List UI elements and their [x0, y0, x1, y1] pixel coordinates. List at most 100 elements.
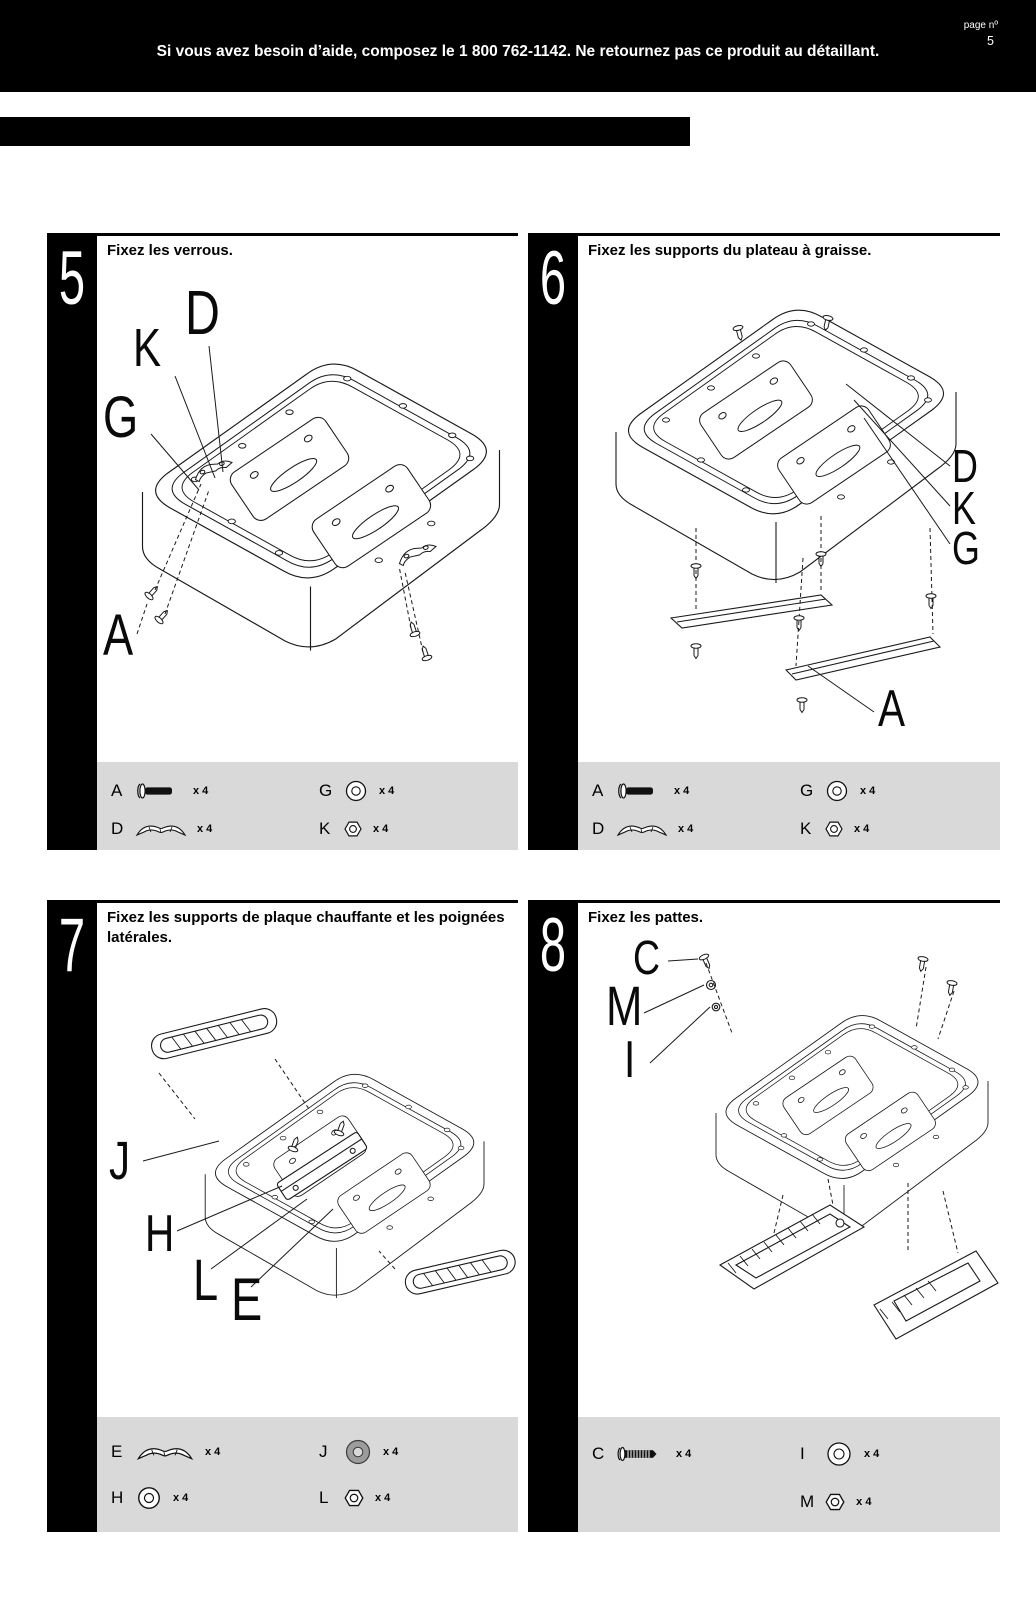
washer-icon: [135, 1484, 163, 1512]
parts-legend: C x 4 I x 4 M x 4: [578, 1417, 1000, 1532]
step-number: 7: [58, 903, 86, 988]
nut-icon: [824, 819, 844, 839]
page-number-label: page nº: [963, 20, 998, 31]
part-row: G x 4: [800, 776, 875, 806]
part-letter: J: [319, 1442, 328, 1461]
step-7-panel: 7 Fixez les supports de plaque chauffant…: [47, 900, 518, 1532]
part-qty: x 4: [676, 1448, 692, 1460]
part-row: D x 4: [592, 814, 693, 844]
part-qty: x 4: [674, 785, 690, 797]
nut-icon: [343, 819, 363, 839]
part-qty: x 4: [173, 1492, 189, 1504]
nut-icon: [824, 1491, 846, 1513]
part-qty: x 4: [375, 1492, 391, 1504]
part-row: M x 4: [800, 1487, 871, 1517]
grill-diagram: [578, 266, 999, 713]
part-letter: G: [319, 781, 333, 800]
washer-icon: [824, 778, 850, 804]
step-content: Fixez les supports du plateau à graisse.: [578, 233, 1000, 850]
grill-diagram: [142, 1008, 516, 1420]
part-row: G x 4: [319, 776, 394, 806]
page-number: 5: [987, 34, 994, 48]
step-number: 6: [539, 236, 567, 321]
step-title: Fixez les pattes.: [588, 909, 704, 926]
parts-legend: A x 4 D x 4 G x 4 K x 4: [97, 762, 518, 850]
step-6-panel: 6 Fixez les supports du plateau à graiss…: [528, 233, 1000, 850]
part-letter: I: [800, 1444, 805, 1463]
callout-letter: L: [193, 1248, 219, 1313]
step-number: 8: [539, 903, 567, 988]
step-8-panel: 8 Fixez les pattes.: [528, 900, 1000, 1532]
part-letter: D: [592, 819, 605, 838]
step-number-bar: 7: [47, 900, 97, 1532]
part-row: A x 4: [111, 776, 208, 806]
part-letter: A: [111, 781, 123, 800]
washer-icon: [824, 1439, 854, 1469]
callout-letter: E: [231, 1266, 263, 1333]
grill-diagram: [136, 345, 518, 663]
step-number-bar: 8: [528, 900, 578, 1532]
latch-icon: [135, 820, 187, 838]
callout-letter: H: [145, 1205, 175, 1263]
part-qty: x 4: [864, 1448, 880, 1460]
callout-letter: K: [952, 482, 976, 534]
parts-legend: A x 4 D x 4 G x 4 K x 4: [578, 762, 1000, 850]
part-row: E x 4: [111, 1437, 220, 1467]
part-letter: D: [111, 819, 124, 838]
callout-letter: I: [624, 1031, 636, 1089]
part-letter: A: [592, 781, 604, 800]
threaded-bolt-icon: [616, 1445, 666, 1463]
step-title: Fixez les supports du plateau à graisse.: [588, 242, 872, 259]
step-title: Fixez les verrous.: [107, 242, 233, 259]
latch-icon: [616, 820, 668, 838]
step-number-bar: 6: [528, 233, 578, 850]
callout-letter: G: [952, 522, 980, 574]
part-qty: x 4: [678, 823, 694, 835]
thick-washer-icon: [343, 1437, 373, 1467]
step-5-panel: 5 Fixez les verrous.: [47, 233, 518, 850]
callout-letter: A: [878, 680, 906, 738]
step-8-diagram: C M I: [578, 933, 1000, 1417]
nut-icon: [343, 1487, 365, 1509]
callout-letter: M: [606, 974, 643, 1037]
part-qty: x 4: [205, 1446, 221, 1458]
part-letter: E: [111, 1442, 123, 1461]
part-qty: x 4: [383, 1446, 399, 1458]
part-qty: x 4: [856, 1496, 872, 1508]
callout-letter: D: [185, 279, 220, 348]
step-number: 5: [58, 236, 86, 321]
part-row: H x 4: [111, 1483, 188, 1513]
callout-letter: C: [633, 932, 661, 985]
step-content: Fixez les supports de plaque chauffante …: [97, 900, 518, 1532]
part-qty: x 4: [854, 823, 870, 835]
page-number-block: page nº 5: [964, 20, 998, 48]
part-letter: C: [592, 1444, 605, 1463]
bolt-icon: [616, 782, 664, 800]
washer-icon: [343, 778, 369, 804]
step-6-diagram: D K G A: [578, 266, 1000, 762]
callout-letter: K: [133, 318, 162, 378]
part-qty: x 4: [860, 785, 876, 797]
part-letter: K: [319, 819, 331, 838]
help-text: Si vous avez besoin d’aide, composez le …: [156, 43, 880, 60]
part-letter: G: [800, 781, 814, 800]
step-content: Fixez les verrous.: [97, 233, 518, 850]
part-row: C x 4: [592, 1439, 691, 1469]
bolt-icon: [135, 782, 183, 800]
part-qty: x 4: [193, 785, 209, 797]
callout-letter: J: [109, 1131, 131, 1191]
part-qty: x 4: [379, 785, 395, 797]
part-letter: M: [800, 1492, 815, 1511]
header-bar: Si vous avez besoin d’aide, composez le …: [0, 0, 1036, 92]
part-row: J x 4: [319, 1437, 398, 1467]
callout-letter: G: [103, 385, 139, 450]
callout-letter: D: [952, 440, 978, 492]
step-title: Fixez les supports de plaque chauffante …: [107, 909, 505, 947]
part-row: I x 4: [800, 1439, 879, 1469]
callout-letter: A: [103, 603, 134, 668]
part-letter: H: [111, 1488, 124, 1507]
part-row: D x 4: [111, 814, 212, 844]
step-5-diagram: K D G A: [97, 266, 518, 762]
part-qty: x 4: [373, 823, 389, 835]
